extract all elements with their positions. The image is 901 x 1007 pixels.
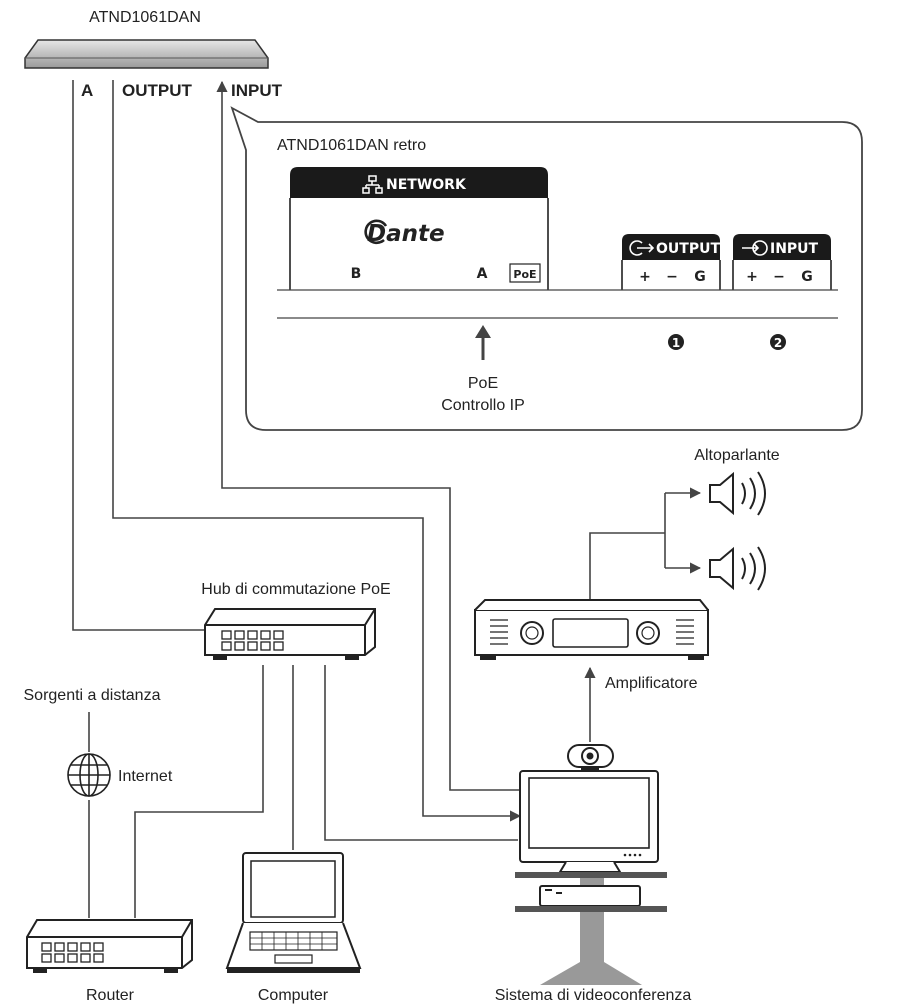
port-input-label: INPUT — [231, 81, 283, 100]
marker-2-text: 2 — [774, 336, 782, 350]
dante-logo-mark — [364, 219, 388, 245]
computer-label: Computer — [258, 987, 329, 1004]
network-label: NETWORK — [386, 177, 467, 193]
videoconference-system — [515, 744, 667, 985]
speaker-label: Altoparlante — [694, 447, 779, 464]
rear-panel-callout — [230, 106, 863, 431]
input-minus: − — [773, 269, 785, 285]
device-name: ATND1061DAN — [89, 9, 201, 26]
marker-2 — [770, 334, 786, 350]
network-port-block: NETWORK Dante B A PoE — [289, 167, 549, 290]
camera-icon — [567, 744, 614, 771]
atnd1061dan-device — [24, 39, 269, 69]
poe-arrow — [475, 325, 491, 360]
globe-icon — [67, 753, 111, 797]
input-plus: + — [746, 269, 758, 285]
router — [26, 919, 193, 973]
marker-1-text: 1 — [672, 336, 680, 350]
network-icon — [362, 175, 383, 194]
poe-hub-label: Hub di commutazione PoE — [201, 581, 390, 598]
port-output-label: OUTPUT — [122, 81, 193, 100]
remote-sources-label: Sorgenti a distanza — [24, 687, 161, 704]
line-hub-to-router — [134, 665, 264, 918]
router-label: Router — [86, 987, 135, 1004]
output-jack-icon — [629, 240, 655, 256]
port-a-label: A — [81, 81, 93, 100]
internet-label: Internet — [118, 768, 173, 785]
line-videoconf-to-input — [216, 80, 520, 791]
line-amp-to-speakers — [589, 532, 665, 610]
laptop-icon — [225, 852, 362, 973]
marker-1 — [668, 334, 684, 350]
line-hub-to-videoconf — [324, 665, 518, 841]
output-terminal-block: OUTPUT + − G — [621, 234, 721, 290]
poe-caption: PoE — [468, 375, 498, 392]
speaker-icon — [709, 471, 766, 516]
rear-panel-title: ATND1061DAN retro — [277, 137, 426, 154]
poe-hub — [204, 608, 376, 660]
input-label: INPUT — [770, 241, 819, 257]
line-a-to-hub — [72, 80, 205, 631]
poe-badge-text: PoE — [513, 268, 536, 281]
amplifier — [474, 599, 709, 660]
poe-badge — [509, 263, 541, 283]
videoconf-label: Sistema di videoconferenza — [495, 987, 692, 1004]
output-plus: + — [639, 269, 651, 285]
output-label: OUTPUT — [656, 241, 720, 257]
port-b-label: B — [351, 266, 362, 282]
input-jack-icon — [742, 240, 768, 256]
amplifier-label: Amplificatore — [605, 675, 698, 692]
line-output-to-videoconf — [112, 80, 522, 822]
output-minus: − — [666, 269, 678, 285]
output-g: G — [694, 269, 706, 285]
input-g: G — [801, 269, 813, 285]
ip-control-caption: Controllo IP — [441, 397, 525, 414]
rear-port-a-label: A — [477, 266, 488, 282]
input-terminal-block: INPUT + − G — [732, 234, 832, 290]
speaker-icon — [709, 546, 766, 591]
